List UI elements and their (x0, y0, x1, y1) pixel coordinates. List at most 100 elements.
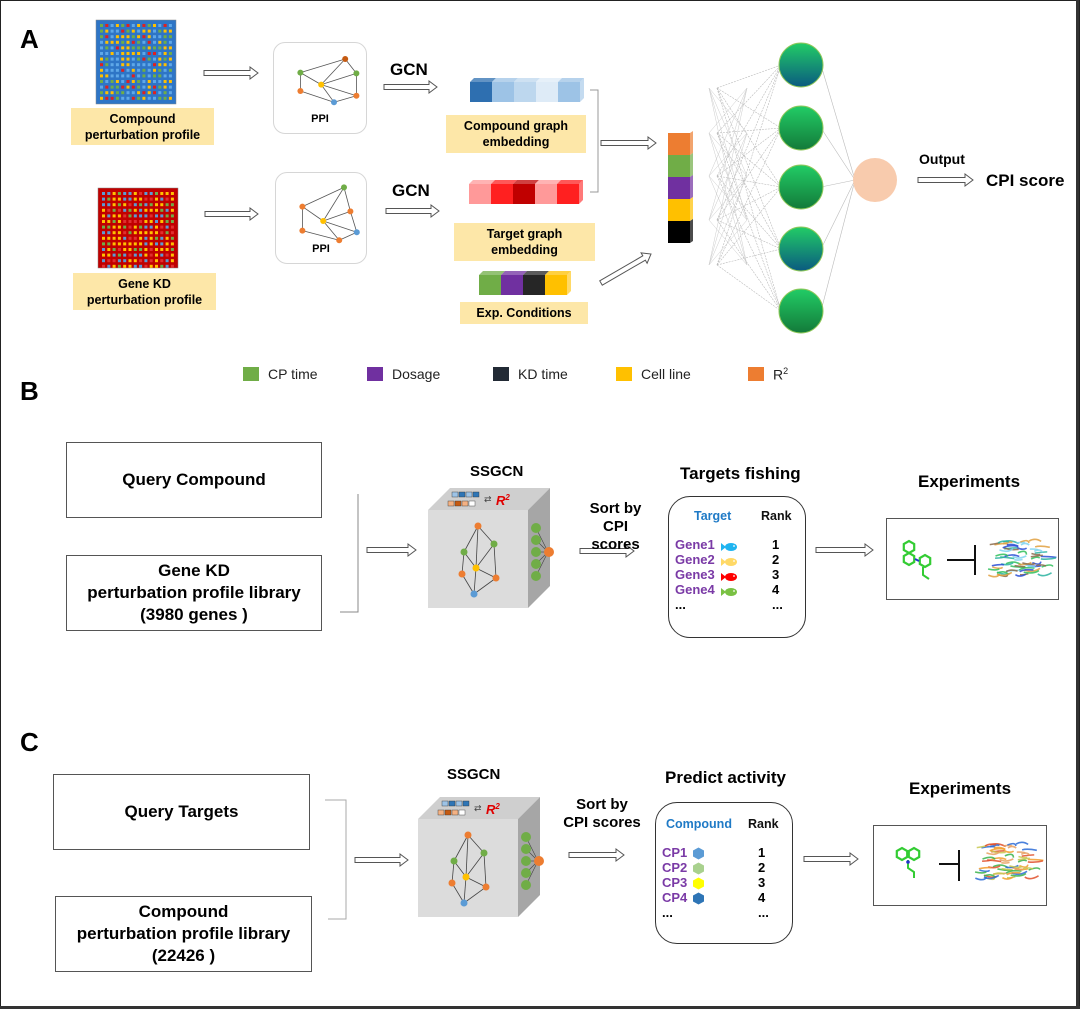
heatmap-cell (128, 220, 132, 223)
row-rank: 2 (772, 552, 780, 567)
heatmap-cell (107, 208, 111, 212)
heatmap-cell (133, 214, 137, 218)
heatmap-cell (149, 231, 153, 235)
table-header-compound: Compound (666, 817, 732, 831)
table-row: ...... (656, 905, 792, 920)
input-connection (716, 132, 782, 188)
mini-nn-output-node (544, 547, 554, 557)
heatmap-cell (168, 85, 172, 89)
legend-swatch (616, 367, 632, 381)
vector-block-top (491, 180, 517, 184)
heatmap-cell (133, 192, 137, 195)
heatmap-cell (149, 203, 153, 207)
heatmap-cell (142, 63, 146, 67)
heatmap-cell (112, 192, 116, 195)
heatmap-cell (144, 264, 148, 268)
heatmap-cell (160, 203, 164, 207)
compound-protein-inhibition-illustration (895, 841, 1044, 881)
heatmap-cell (105, 74, 109, 78)
heatmap-cell (100, 68, 103, 72)
heatmap-cell (155, 197, 158, 201)
heatmap-cell (139, 264, 143, 268)
fish-icon (721, 558, 737, 566)
heatmap-cell (128, 203, 132, 207)
heatmap-cell (102, 242, 105, 246)
ssgcn-title-c: SSGCN (447, 766, 501, 783)
heatmap-cell (153, 57, 156, 61)
heatmap-cell (131, 80, 135, 83)
heatmap-cell (170, 253, 174, 257)
vector-block-top (545, 271, 571, 275)
heatmap-cell (105, 57, 109, 61)
row-rank: 1 (772, 537, 780, 552)
hidden-to-output-connection (820, 64, 856, 181)
row-name: Gene1 (675, 537, 715, 552)
heatmap-cell (100, 52, 103, 55)
row-name: CP3 (662, 875, 688, 890)
heatmap-cell (139, 248, 143, 251)
heatmap-cell (100, 40, 103, 44)
heatmap-cell (117, 264, 121, 268)
heatmap-cell (107, 203, 111, 207)
heatmap-cell (100, 57, 103, 61)
heatmap-cell (107, 242, 111, 246)
graph-node (462, 873, 470, 881)
heatmap-cell (142, 85, 146, 89)
mini-embedding-block (451, 809, 459, 816)
heatmap-cell (163, 40, 167, 44)
legend-superscript: 2 (783, 366, 789, 376)
legend-label: KD time (518, 366, 568, 382)
heatmap-cell (137, 80, 141, 83)
ppi-node (320, 218, 327, 224)
heatmap-cell (142, 68, 146, 72)
arrow-exp-to-stack (599, 252, 652, 286)
graph-edge (461, 551, 465, 575)
vector-block (501, 275, 523, 295)
heatmap-cell (115, 74, 119, 78)
heatmap-cell (155, 220, 158, 223)
ppi-edge (320, 84, 335, 103)
heatmap-cell (102, 231, 105, 235)
heatmap-cell (158, 85, 162, 89)
heatmap-cell (123, 236, 127, 240)
heatmap-cell (142, 91, 146, 95)
molecule-structure (902, 539, 932, 580)
heatmap-cell (115, 24, 119, 27)
heatmap-cell (123, 253, 127, 257)
heatmap-cell (112, 264, 116, 268)
heatmap-cell (149, 214, 153, 218)
ppi-edge (321, 73, 357, 85)
heatmap-cell (137, 40, 141, 44)
heatmap-cell (107, 214, 111, 218)
ppi-edge (343, 187, 351, 212)
heatmap-cell (160, 225, 164, 229)
vector-block-top (501, 271, 527, 275)
heatmap-cell (155, 192, 158, 195)
heatmap-cell (170, 225, 174, 229)
arrow-gcn-top (383, 80, 438, 94)
heatmap-background (97, 187, 179, 269)
mini-nn-node (531, 523, 541, 533)
legend-label: CP time (268, 366, 318, 382)
heatmap-cell (139, 253, 143, 257)
vector-block (492, 82, 514, 102)
heatmap-cell (160, 214, 164, 218)
heatmap-cell (160, 231, 164, 235)
input-connection (708, 87, 748, 266)
heatmap-cell (121, 40, 125, 44)
experiments-title-c: Experiments (909, 779, 1012, 798)
ppi-edge (300, 90, 335, 103)
heatmap-cell (160, 220, 164, 223)
input-connection (716, 127, 782, 177)
output-label: Output (919, 151, 965, 167)
heatmap-cell (153, 85, 156, 89)
heatmap-cell (170, 208, 174, 212)
row-name: Gene3 (675, 567, 715, 582)
heatmap-cell (121, 35, 125, 39)
vector-block-top (479, 271, 505, 275)
heatmap-cell (168, 40, 172, 44)
heatmap-cell (137, 74, 141, 78)
hidden-to-output-connection (820, 179, 856, 188)
heatmap-cell (131, 74, 135, 78)
